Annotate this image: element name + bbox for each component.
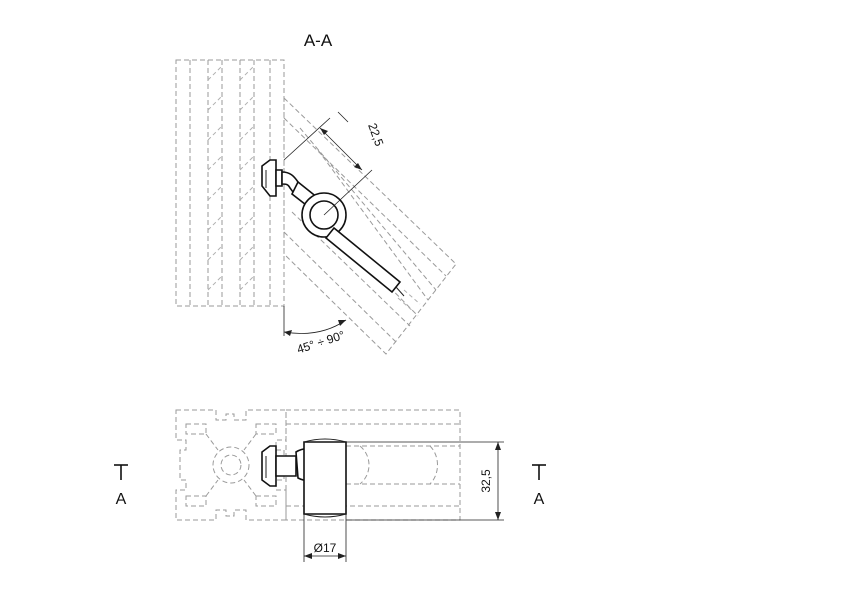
dimension-32-5: 32,5: [346, 441, 504, 521]
cut-marker-right-label: A: [534, 491, 545, 508]
dimension-diameter-label: Ø17: [314, 541, 337, 555]
dimension-diameter: Ø17: [303, 514, 347, 562]
dimension-22-5-label: 22,5: [365, 121, 386, 148]
dimension-22-5: 22,5: [283, 111, 386, 216]
angle-dimension: 45° ÷ 90°: [283, 306, 347, 357]
section-title: A-A: [304, 31, 333, 50]
cut-marker-left-label: A: [116, 491, 127, 508]
angle-label: 45° ÷ 90°: [295, 328, 347, 357]
plan-view: 32,5 Ø17 A A: [114, 409, 546, 562]
angled-profile: [283, 96, 457, 355]
cut-marker-right: A: [532, 464, 546, 508]
section-view: A-A: [175, 31, 457, 357]
plan-bushing: [303, 438, 347, 518]
screw-body: [324, 226, 421, 313]
cut-marker-left: A: [114, 464, 128, 508]
t-nut-head: [261, 159, 283, 197]
dimension-32-5-label: 32,5: [479, 469, 493, 493]
